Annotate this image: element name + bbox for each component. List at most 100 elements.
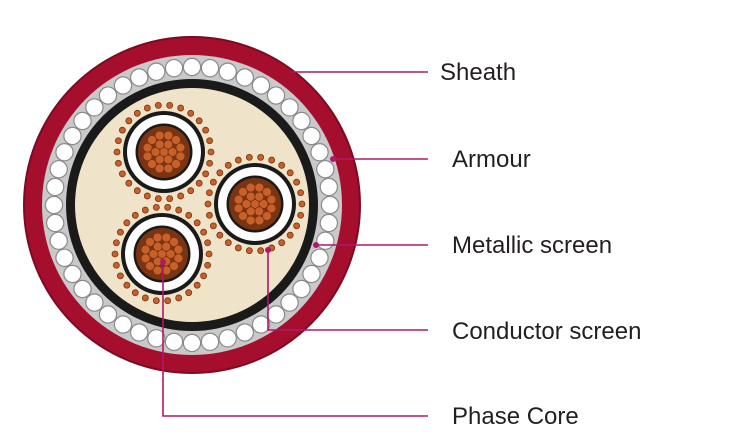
conductor-strand bbox=[148, 249, 159, 259]
conductor-strand bbox=[163, 163, 174, 174]
screen-wire bbox=[293, 222, 301, 230]
armour-wire bbox=[316, 231, 335, 250]
conductor-strand bbox=[245, 215, 256, 226]
armour-wire bbox=[302, 264, 321, 284]
conductor-strand bbox=[154, 130, 165, 141]
leader-dots bbox=[160, 156, 336, 265]
conductor-strand bbox=[147, 135, 157, 145]
screen-wire bbox=[205, 211, 213, 219]
phase-core bbox=[204, 153, 306, 255]
screen-wire bbox=[118, 170, 126, 178]
screen-wire bbox=[257, 153, 265, 161]
armour-wire bbox=[280, 293, 299, 312]
screen-wire bbox=[195, 117, 203, 125]
armour-wire bbox=[310, 142, 329, 162]
armour-wire bbox=[200, 58, 220, 78]
conductor-strand bbox=[233, 203, 244, 214]
armour-wire bbox=[316, 160, 335, 179]
screen-wire bbox=[166, 195, 174, 203]
screen-wire bbox=[297, 211, 305, 219]
armour-wire bbox=[235, 323, 255, 342]
armour-wire bbox=[147, 62, 166, 81]
screen-wire bbox=[116, 228, 124, 236]
conductor-strand bbox=[152, 265, 163, 276]
conductor-strand bbox=[145, 261, 155, 271]
screen-wire bbox=[143, 104, 151, 112]
armour-wire bbox=[251, 76, 271, 95]
armour-wire bbox=[310, 248, 329, 268]
armour-wire bbox=[280, 98, 299, 117]
screen-wire bbox=[143, 192, 151, 200]
screen-wire bbox=[123, 281, 131, 289]
armour-wire bbox=[164, 332, 184, 352]
screen-wire bbox=[257, 247, 265, 255]
screen-wire bbox=[118, 126, 126, 134]
conductor-strand bbox=[140, 244, 151, 255]
screen-wire bbox=[200, 228, 208, 236]
conductor-strand bbox=[245, 182, 256, 193]
conductor-strand bbox=[165, 249, 176, 259]
screen-wire bbox=[141, 294, 149, 302]
screen-wire bbox=[206, 159, 214, 167]
armour-wire bbox=[182, 333, 202, 353]
conductor-strand bbox=[171, 159, 181, 169]
armour-wire bbox=[63, 126, 82, 146]
screen-wire bbox=[187, 109, 195, 117]
screen-wire bbox=[111, 250, 119, 258]
screen-wire bbox=[193, 219, 201, 227]
conductor-strand bbox=[167, 147, 178, 157]
screen-wire bbox=[131, 211, 139, 219]
screen-wire bbox=[224, 239, 232, 247]
armour-wire bbox=[129, 323, 149, 342]
conductor-strand bbox=[173, 244, 184, 255]
screen-wire bbox=[205, 250, 213, 258]
armour-wire bbox=[266, 305, 286, 324]
phase-core bbox=[111, 203, 213, 305]
armour-wire bbox=[319, 177, 339, 197]
screen-wire bbox=[175, 206, 183, 214]
screen-wire bbox=[216, 169, 224, 177]
armour-wire bbox=[320, 195, 340, 215]
armour-wire bbox=[182, 57, 202, 77]
screen-wire bbox=[204, 239, 212, 247]
armour-wire bbox=[98, 86, 118, 105]
screen-wire bbox=[112, 261, 120, 269]
leader-dot-armour bbox=[330, 156, 336, 162]
screen-wire bbox=[166, 101, 174, 109]
conductor-strand bbox=[147, 159, 157, 169]
screen-wire bbox=[268, 156, 276, 164]
screen-wire bbox=[206, 137, 214, 145]
screen-wire bbox=[164, 297, 172, 305]
screen-wire bbox=[154, 101, 162, 109]
armour-wire bbox=[164, 58, 184, 78]
leader-dot-conductor-screen bbox=[265, 247, 271, 253]
screen-wire bbox=[125, 179, 133, 187]
armour-wire bbox=[129, 68, 149, 87]
screen-wire bbox=[293, 178, 301, 186]
screen-wire bbox=[193, 281, 201, 289]
screen-wire bbox=[177, 192, 185, 200]
leader-conductor-screen bbox=[267, 250, 428, 331]
screen-wire bbox=[207, 148, 215, 156]
screen-wire bbox=[152, 297, 160, 305]
screen-wire bbox=[131, 289, 139, 297]
screen-wire bbox=[234, 244, 242, 252]
armour-wires bbox=[44, 57, 340, 353]
armour-wire bbox=[85, 293, 104, 312]
screen-wire bbox=[112, 239, 120, 247]
screen-wire bbox=[177, 104, 185, 112]
armour-wire bbox=[85, 98, 104, 117]
screen-wire bbox=[205, 189, 213, 197]
screen-wire bbox=[113, 148, 121, 156]
screen-wire bbox=[195, 179, 203, 187]
leader-phase-core bbox=[162, 262, 428, 417]
screen-wire bbox=[185, 289, 193, 297]
armour-wire bbox=[235, 68, 255, 87]
screen-wire bbox=[114, 159, 122, 167]
conductor-strand bbox=[241, 199, 252, 209]
screen-wire bbox=[133, 187, 141, 195]
screen-wire bbox=[164, 203, 172, 211]
phase-cores bbox=[111, 101, 306, 305]
armour-wire bbox=[73, 111, 92, 131]
label-phase-core: Phase Core bbox=[452, 403, 579, 430]
